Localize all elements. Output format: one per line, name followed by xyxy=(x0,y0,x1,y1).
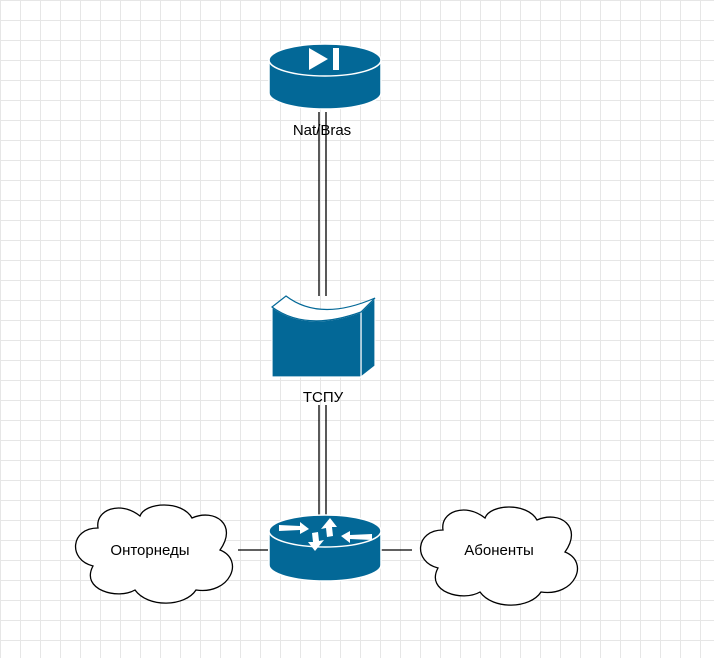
cloud-icon xyxy=(74,504,233,604)
cloud-left-label: Онторнеды xyxy=(110,542,189,559)
cloud-right-label: Абоненты xyxy=(464,542,534,559)
tspu-node[interactable]: ТСПУ xyxy=(271,295,376,406)
cloud-right-node[interactable]: Абоненты xyxy=(419,506,578,606)
cloud-icon xyxy=(419,506,578,606)
tspu-label: ТСПУ xyxy=(303,389,344,406)
router-node[interactable] xyxy=(268,514,382,582)
dpi-device-icon xyxy=(271,295,376,379)
nat-bras-label: Nat/Bras xyxy=(293,122,351,139)
edge-nat-bras-tspu[interactable] xyxy=(318,112,327,296)
firewall-router-icon xyxy=(268,43,382,110)
edge-tspu-router[interactable] xyxy=(318,405,327,515)
router-icon xyxy=(268,514,382,582)
nat-bras-node[interactable]: Nat/Bras xyxy=(268,43,382,139)
cloud-left-node[interactable]: Онторнеды xyxy=(74,504,233,604)
